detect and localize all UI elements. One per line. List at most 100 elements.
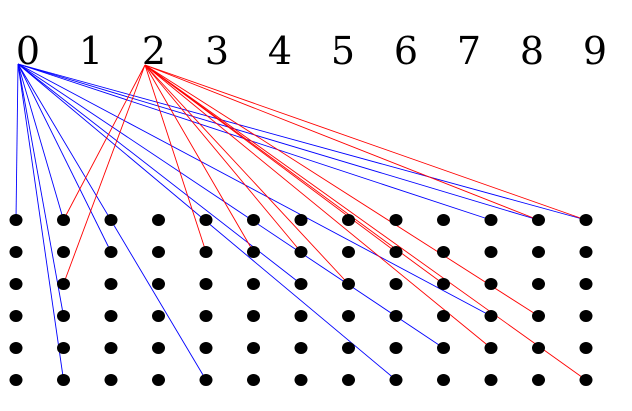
grid-dot-r0-c10 bbox=[484, 214, 498, 226]
grid-dot-r4-c7 bbox=[342, 342, 355, 354]
grid-dot-r5-c10 bbox=[484, 374, 498, 386]
red-line-2-to-c10-r4 bbox=[144, 64, 492, 349]
blue-line-0-to-c0-r0 bbox=[15, 63, 19, 221]
red-line-2-to-c6-r1 bbox=[144, 64, 302, 253]
red-line-2-to-c11-r0 bbox=[144, 64, 539, 221]
red-line-2-to-c4-r1 bbox=[144, 64, 207, 253]
grid-dot-r5-c6 bbox=[294, 374, 308, 386]
grid-dot-r3-c11 bbox=[532, 310, 545, 322]
grid-dot-r2-c8 bbox=[389, 278, 403, 290]
grid-dot-r3-c9 bbox=[437, 310, 450, 322]
digit-label-1: 1 bbox=[79, 29, 103, 73]
grid-dot-r5-c8 bbox=[389, 374, 403, 386]
grid-dot-r1-c0 bbox=[9, 246, 23, 258]
grid-dot-r4-c10 bbox=[484, 342, 498, 354]
grid-dot-r0-c0 bbox=[9, 214, 23, 226]
red-line-2-to-c1-r2 bbox=[63, 64, 146, 285]
grid-dot-r0-c12 bbox=[579, 214, 593, 226]
grid-dot-r5-c3 bbox=[152, 374, 165, 386]
blue-line-0-to-c10-r3 bbox=[17, 63, 492, 317]
grid-dot-r0-c2 bbox=[104, 214, 118, 226]
grid-dot-r0-c7 bbox=[342, 214, 355, 226]
grid-dot-r1-c7 bbox=[342, 246, 355, 258]
grid-dot-r0-c4 bbox=[199, 214, 213, 226]
grid-dot-r2-c12 bbox=[579, 278, 593, 290]
digit-label-5: 5 bbox=[331, 29, 355, 73]
grid-dot-r1-c6 bbox=[294, 246, 308, 258]
grid-dot-r3-c4 bbox=[199, 310, 213, 322]
grid-dot-r4-c0 bbox=[9, 342, 23, 354]
grid-dot-r1-c11 bbox=[532, 246, 545, 258]
digit-label-9: 9 bbox=[583, 29, 607, 73]
grid-dot-r1-c8 bbox=[389, 246, 403, 258]
red-line-2-to-c12-r0 bbox=[144, 64, 587, 221]
grid-dot-r5-c2 bbox=[104, 374, 118, 386]
blue-line-0-to-c9-r4 bbox=[17, 63, 444, 349]
grid-dot-r4-c8 bbox=[389, 342, 403, 354]
grid-dot-r3-c10 bbox=[484, 310, 498, 322]
grid-dot-r1-c2 bbox=[104, 246, 118, 258]
grid-dot-r3-c1 bbox=[57, 310, 70, 322]
grid-dot-r4-c12 bbox=[579, 342, 593, 354]
grid-dot-r2-c6 bbox=[294, 278, 308, 290]
digit-label-3: 3 bbox=[205, 29, 229, 73]
grid-dot-r0-c1 bbox=[57, 214, 70, 226]
blue-line-0-to-c1-r0 bbox=[17, 63, 64, 221]
grid-dot-r1-c10 bbox=[484, 246, 498, 258]
grid-dot-r5-c0 bbox=[9, 374, 23, 386]
grid-dot-r1-c4 bbox=[199, 246, 213, 258]
grid-dot-r5-c12 bbox=[579, 374, 593, 386]
blue-line-0-to-c1-r3 bbox=[17, 63, 64, 317]
grid-dot-r1-c12 bbox=[579, 246, 593, 258]
digit-label-7: 7 bbox=[457, 29, 481, 73]
grid-dot-r2-c5 bbox=[247, 278, 260, 290]
grid-dot-r2-c2 bbox=[104, 278, 118, 290]
grid-dot-r5-c5 bbox=[247, 374, 260, 386]
grid-dot-r5-c9 bbox=[437, 374, 450, 386]
blue-line-0-to-c2-r1 bbox=[17, 63, 112, 253]
grid-dot-r5-c1 bbox=[57, 374, 70, 386]
red-line-2-to-c12-r5 bbox=[144, 64, 587, 381]
grid-dot-r5-c7 bbox=[342, 374, 355, 386]
red-line-2-to-c1-r0 bbox=[63, 64, 146, 221]
digit-label-4: 4 bbox=[268, 29, 292, 73]
grid-dot-r2-c7 bbox=[342, 278, 355, 290]
grid-dot-r1-c9 bbox=[437, 246, 450, 258]
grid-dot-r3-c12 bbox=[579, 310, 593, 322]
grid-dot-r3-c0 bbox=[9, 310, 23, 322]
grid-dot-r3-c5 bbox=[247, 310, 260, 322]
grid-dot-r4-c5 bbox=[247, 342, 260, 354]
red-line-2-to-c11-r3 bbox=[144, 64, 539, 317]
grid-dot-r1-c1 bbox=[57, 246, 70, 258]
grid-dot-r2-c11 bbox=[532, 278, 545, 290]
red-line-2-to-c7-r2 bbox=[144, 64, 349, 285]
grid-dot-r0-c9 bbox=[437, 214, 450, 226]
grid-dot-r4-c9 bbox=[437, 342, 450, 354]
grid-dot-r4-c4 bbox=[199, 342, 213, 354]
blue-line-0-to-c11-r0 bbox=[17, 63, 539, 221]
grid-dot-r3-c6 bbox=[294, 310, 308, 322]
grid-dot-r0-c6 bbox=[294, 214, 308, 226]
blue-line-0-to-c10-r0 bbox=[17, 63, 492, 221]
grid-dot-r3-c2 bbox=[104, 310, 118, 322]
grid-dot-r2-c3 bbox=[152, 278, 165, 290]
grid-dot-r2-c1 bbox=[57, 278, 70, 290]
grid-dot-r2-c10 bbox=[484, 278, 498, 290]
grid-dot-r1-c5 bbox=[247, 246, 260, 258]
digit-label-6: 6 bbox=[394, 29, 418, 73]
grid-dot-r4-c11 bbox=[532, 342, 545, 354]
grid-dot-r3-c7 bbox=[342, 310, 355, 322]
grid-dot-r0-c8 bbox=[389, 214, 403, 226]
grid-dot-r3-c3 bbox=[152, 310, 165, 322]
blue-line-0-to-c12-r0 bbox=[17, 63, 587, 221]
digit-labels: 0 1 2 3 4 5 6 7 8 9 bbox=[16, 29, 607, 73]
grid-dot-r4-c6 bbox=[294, 342, 308, 354]
grid-dot-r5-c4 bbox=[199, 374, 213, 386]
grid-dot-r4-c2 bbox=[104, 342, 118, 354]
grid-dot-r1-c3 bbox=[152, 246, 165, 258]
grid-dot-r5-c11 bbox=[532, 374, 545, 386]
blue-line-0-to-c1-r5 bbox=[17, 63, 64, 381]
grid-dot-r0-c3 bbox=[152, 214, 165, 226]
dot-grid bbox=[9, 214, 593, 386]
